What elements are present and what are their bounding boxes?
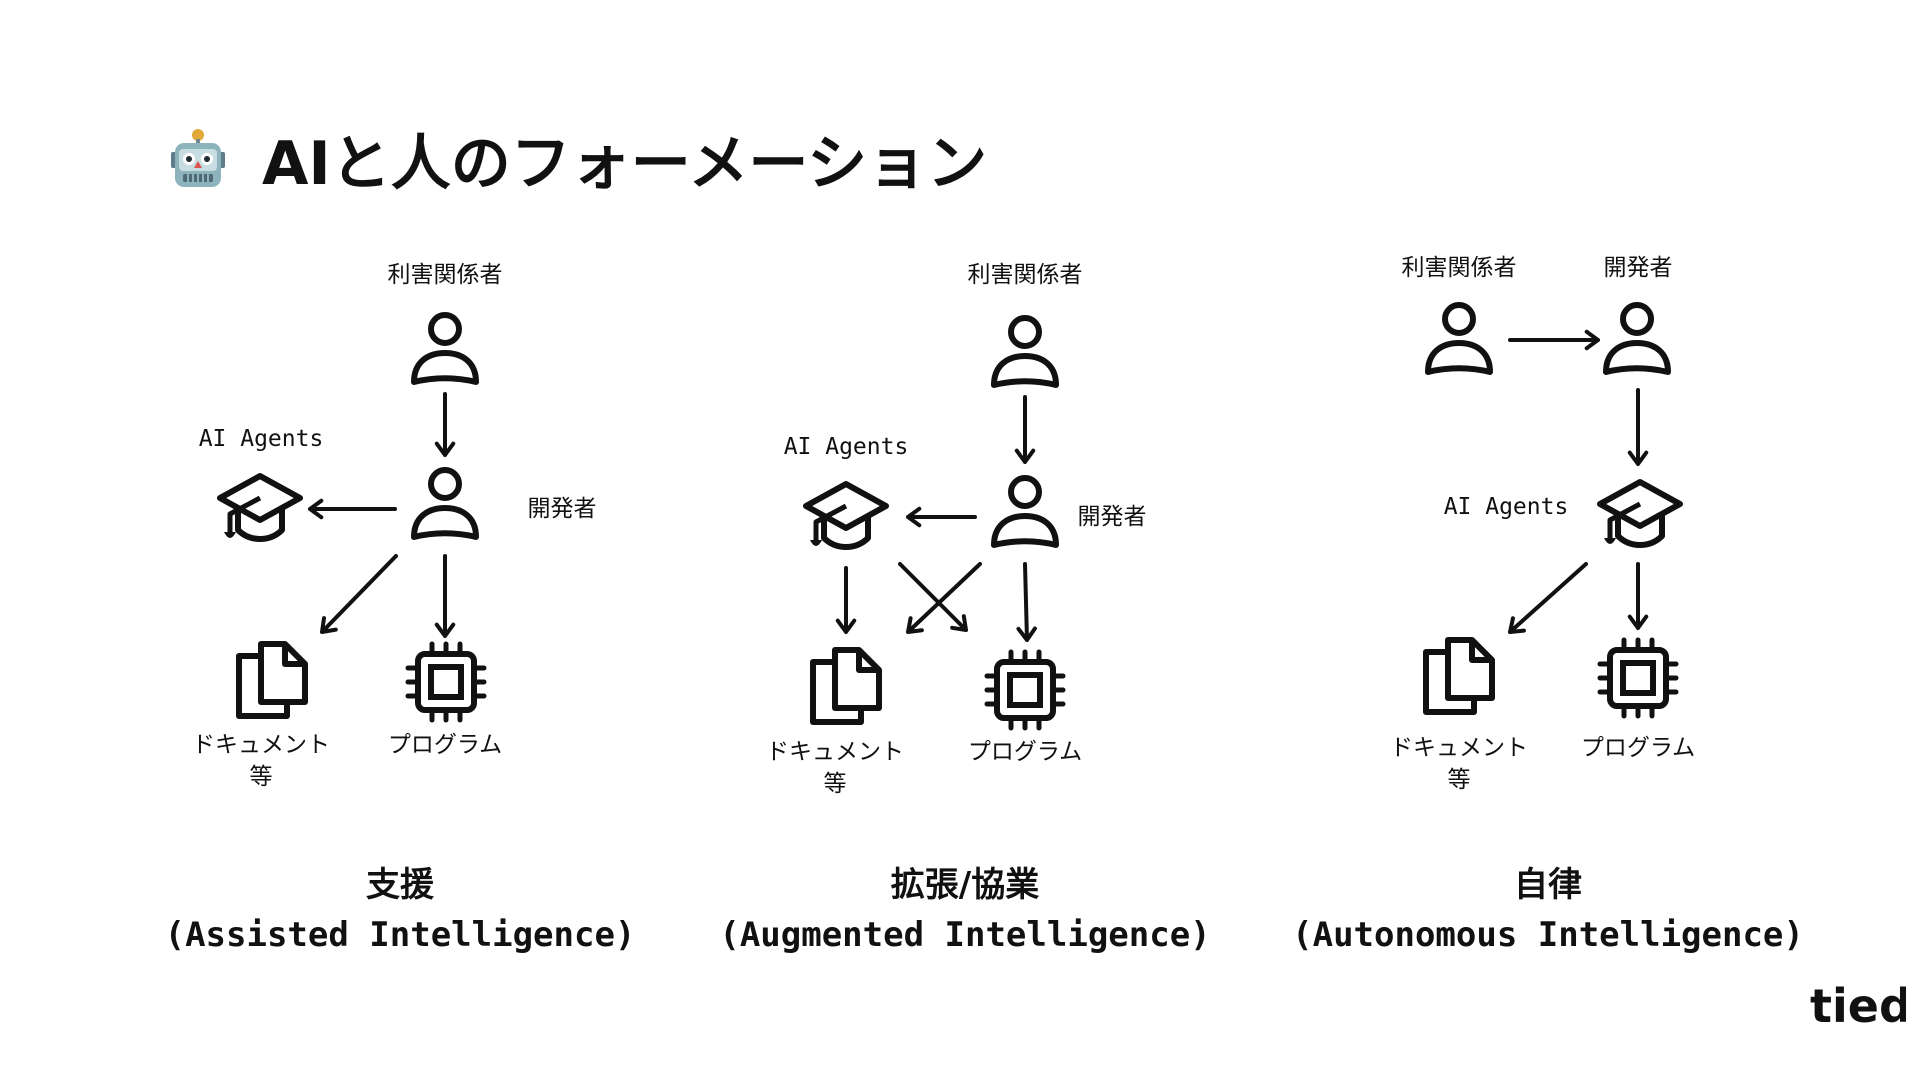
ai-agents-label: AI Agents bbox=[198, 426, 324, 452]
tied-logo: tied bbox=[1810, 979, 1912, 1036]
flow-arrow bbox=[835, 566, 857, 634]
flow-arrow bbox=[434, 392, 456, 457]
stakeholder-person-icon bbox=[414, 315, 476, 382]
document-label-line2: 等 bbox=[823, 771, 847, 797]
flow-arrow bbox=[906, 506, 977, 528]
developer-person-icon bbox=[1606, 305, 1668, 372]
document-icon bbox=[813, 650, 879, 722]
caption-title: 支援 bbox=[366, 865, 434, 905]
robot-icon bbox=[168, 128, 228, 190]
flow-arrow bbox=[320, 554, 398, 634]
program-label: プログラム bbox=[1580, 735, 1696, 761]
flow-arrow bbox=[898, 562, 968, 632]
ai-agent-cap-icon bbox=[220, 476, 300, 539]
ai-agent-cap-icon bbox=[806, 484, 886, 547]
formation-caption: 自律 (Autonomous Intelligence) bbox=[1292, 860, 1804, 960]
flow-arrow bbox=[1016, 562, 1037, 642]
stakeholder-person-icon bbox=[994, 318, 1056, 385]
flow-arrow bbox=[1508, 329, 1600, 351]
stakeholder-label: 利害関係者 bbox=[1401, 255, 1517, 281]
flow-arrow bbox=[1627, 388, 1649, 466]
ai-agent-cap-icon bbox=[1600, 482, 1680, 545]
developer-person-icon bbox=[994, 478, 1056, 545]
flow-arrow bbox=[308, 498, 397, 520]
caption-subtitle: (Assisted Intelligence) bbox=[164, 915, 636, 955]
document-label-line2: 等 bbox=[1447, 767, 1471, 793]
developer-label: 開発者 bbox=[1077, 504, 1147, 530]
document-label: ドキュメント bbox=[1390, 735, 1528, 761]
flow-arrow bbox=[434, 554, 456, 638]
ai-agents-label: AI Agents bbox=[1443, 494, 1569, 520]
page-title: AIと人のフォーメーション bbox=[262, 129, 988, 199]
formation-caption: 支援 (Assisted Intelligence) bbox=[165, 860, 636, 960]
stakeholder-label: 利害関係者 bbox=[387, 262, 503, 288]
logo-text: tied bbox=[1810, 982, 1906, 1032]
caption-title: 拡張/協業 bbox=[890, 865, 1040, 905]
caption-subtitle: (Autonomous Intelligence) bbox=[1292, 915, 1804, 955]
program-label: プログラム bbox=[387, 732, 503, 758]
formation-caption: 拡張/協業 (Augmented Intelligence) bbox=[719, 860, 1210, 960]
developer-label: 開発者 bbox=[1603, 255, 1673, 281]
document-label-line2: 等 bbox=[249, 764, 273, 790]
flow-arrow bbox=[906, 562, 982, 634]
caption-subtitle: (Augmented Intelligence) bbox=[719, 915, 1211, 955]
developer-label: 開発者 bbox=[527, 496, 597, 522]
flow-arrow bbox=[1508, 562, 1588, 634]
program-chip-icon bbox=[987, 652, 1063, 728]
document-icon bbox=[239, 644, 305, 716]
program-chip-icon bbox=[1600, 640, 1676, 716]
document-label: ドキュメント bbox=[192, 732, 330, 758]
document-icon bbox=[1426, 640, 1492, 712]
developer-person-icon bbox=[414, 470, 476, 537]
flow-arrow bbox=[1014, 395, 1036, 464]
stakeholder-label: 利害関係者 bbox=[967, 262, 1083, 288]
document-label: ドキュメント bbox=[766, 739, 904, 765]
stakeholder-person-icon bbox=[1428, 305, 1490, 372]
program-label: プログラム bbox=[967, 739, 1083, 765]
caption-title: 自律 bbox=[1514, 865, 1582, 905]
program-chip-icon bbox=[408, 644, 484, 720]
flow-arrow bbox=[1627, 562, 1649, 630]
ai-agents-label: AI Agents bbox=[783, 434, 909, 460]
